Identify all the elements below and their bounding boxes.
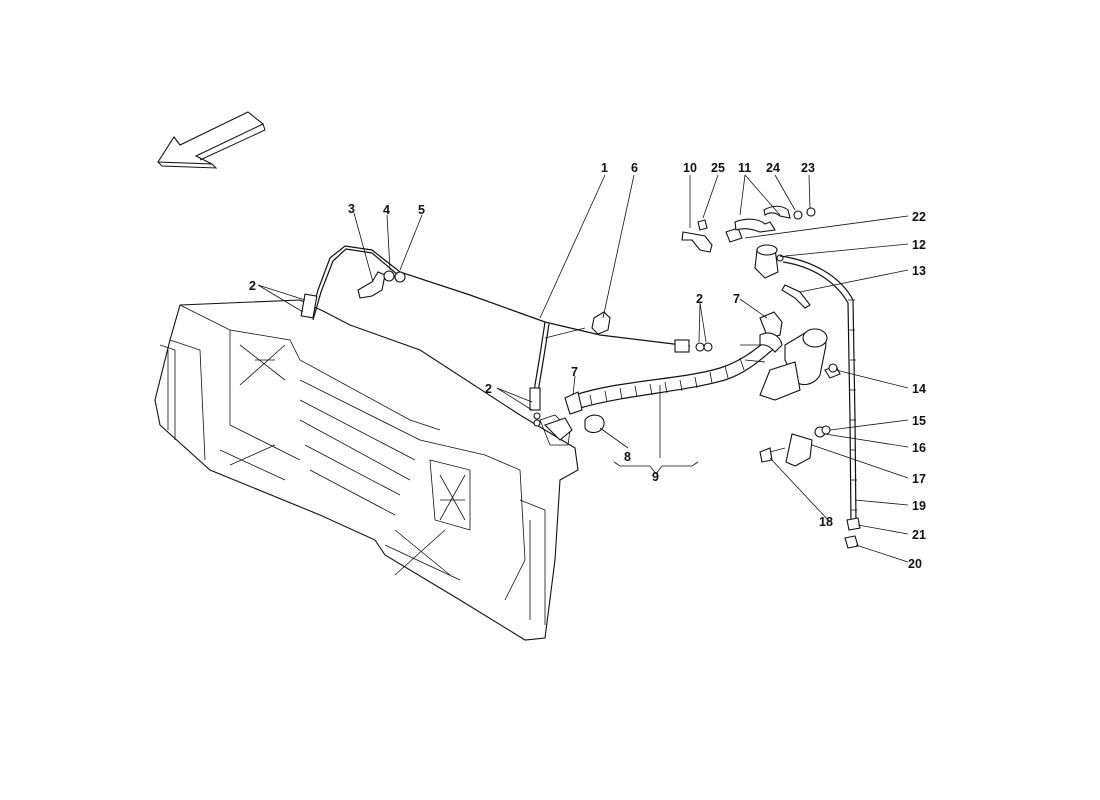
callout-13: 13 xyxy=(912,264,926,278)
callout-17: 17 xyxy=(912,472,926,486)
small-parts-group xyxy=(681,205,859,549)
callout-11: 11 xyxy=(738,161,751,175)
callout-6: 6 xyxy=(631,161,638,175)
leader-lines xyxy=(257,174,909,563)
callout-20: 20 xyxy=(908,557,922,571)
callout-9: 9 xyxy=(652,470,659,484)
callout-24: 24 xyxy=(766,161,780,175)
callout-21: 21 xyxy=(912,528,926,542)
callout-2: 2 xyxy=(485,382,492,396)
callout-22: 22 xyxy=(912,210,926,224)
callout-15: 15 xyxy=(912,414,926,428)
callout-14: 14 xyxy=(912,382,926,396)
callout-labels: 1 2 2 2 3 4 5 6 7 7 8 9 10 11 12 13 14 1… xyxy=(249,161,926,571)
vent-pipe xyxy=(300,245,713,427)
callout-18: 18 xyxy=(819,515,833,529)
callout-25: 25 xyxy=(711,161,725,175)
callout-7: 7 xyxy=(733,292,740,306)
vapor-canister xyxy=(754,244,861,531)
callout-10: 10 xyxy=(683,161,697,175)
callout-19: 19 xyxy=(912,499,926,513)
callout-12: 12 xyxy=(912,238,926,252)
callout-7: 7 xyxy=(571,365,578,379)
callout-2: 2 xyxy=(696,292,703,306)
callout-2: 2 xyxy=(249,279,256,293)
fuel-tank xyxy=(154,299,579,641)
filler-hose xyxy=(543,311,828,441)
callout-3: 3 xyxy=(348,202,355,216)
front-direction-arrow-icon xyxy=(157,111,266,169)
callout-16: 16 xyxy=(912,441,926,455)
callout-5: 5 xyxy=(418,203,425,217)
callout-1: 1 xyxy=(601,161,608,175)
callout-23: 23 xyxy=(801,161,815,175)
callout-4: 4 xyxy=(383,203,390,217)
callout-8: 8 xyxy=(624,450,631,464)
